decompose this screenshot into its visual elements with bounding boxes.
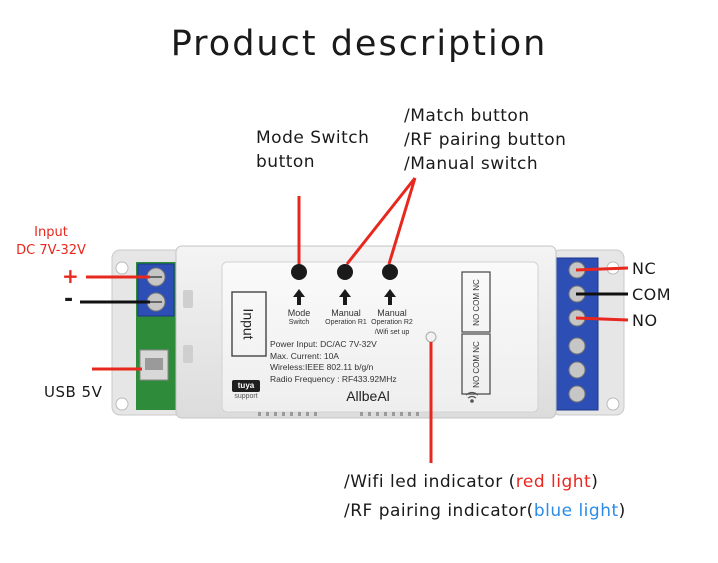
mode-switch-caption: Mode Switch — [279, 308, 319, 328]
mode-switch-callout-line2: button — [256, 152, 316, 172]
right-terminal-block — [555, 257, 599, 411]
match-callout-line2: /RF pairing button — [404, 130, 567, 150]
manual-r2-caption-line1: Manual — [377, 308, 407, 318]
relay-label-2: NO COM NC — [471, 340, 481, 388]
manual-r1-button — [337, 264, 353, 280]
relay-label-1-wrap: NO COM NC — [462, 272, 490, 332]
left-pcb — [136, 262, 176, 410]
brand-label: AllbeAl — [346, 388, 390, 404]
mode-switch-callout-line1: Mode Switch — [256, 128, 370, 148]
diagram-title: Product description — [170, 24, 548, 64]
match-callout-line3: /Manual switch — [404, 154, 539, 174]
wifi-led-callout-prefix: /Wifi led indicator ( — [344, 472, 516, 492]
manual-r2-caption-line3: /Wifi set up — [374, 329, 410, 336]
tuya-badge — [232, 380, 260, 392]
button-arrows — [293, 289, 396, 305]
mode-caption-line1: Mode — [287, 308, 311, 318]
rf-callout-color: blue light — [533, 501, 619, 521]
callout-lines — [86, 177, 629, 463]
spec-power: Power Input: DC/AC 7V-32V — [270, 339, 377, 349]
no-label: NO — [632, 311, 658, 330]
mode-switch-callout: Mode Switch button — [256, 126, 369, 174]
mode-switch-button — [291, 264, 307, 280]
rf-callout-suffix: ) — [618, 501, 626, 521]
match-callout-line1: /Match button — [404, 106, 530, 126]
tuya-support-label: support — [234, 393, 258, 400]
wifi-led-callout-color: red light — [515, 472, 592, 492]
tuya-logo: tuya — [237, 381, 255, 390]
manual-r1-caption: Manual Operation R1 — [318, 308, 374, 328]
minus-terminal-label: - — [64, 287, 74, 312]
nc-label: NC — [632, 259, 657, 278]
input-box — [231, 291, 267, 357]
mode-caption-line2: Switch — [288, 319, 310, 326]
spec-radio: Radio Frequency : RF433.92MHz — [270, 373, 397, 384]
wifi-led-callout: /Wifi led indicator (red light) — [344, 470, 598, 494]
com-label: COM — [632, 285, 672, 304]
input-voltage-label: Input DC 7V-32V — [8, 224, 94, 260]
plus-terminal-label: + — [62, 264, 79, 288]
rf-callout-prefix: /RF pairing indicator( — [344, 501, 534, 521]
match-button-callout: /Match button /RF pairing button /Manual… — [404, 104, 566, 176]
input-voltage-line1: Input — [34, 225, 68, 240]
manual-r2-button — [382, 264, 398, 280]
wifi-led-callout-suffix: ) — [591, 472, 599, 492]
spec-current: Max. Current: 10A — [270, 350, 339, 361]
manual-r2-caption: Manual Operation R2 /Wifi set up — [364, 308, 420, 338]
spec-wireless: Wireless:IEEE 802.11 b/g/n — [270, 362, 374, 372]
manual-r1-caption-line1: Manual — [331, 308, 361, 318]
input-voltage-line2: DC 7V-32V — [16, 243, 86, 258]
manual-r1-caption-line2: Operation R1 — [325, 319, 367, 326]
input-box-label: Input — [240, 308, 257, 340]
wifi-icon — [465, 391, 479, 403]
input-box-label-wrap: Input — [232, 292, 266, 356]
manual-r2-caption-line2: Operation R2 — [371, 319, 413, 326]
spec-block: Power Input: DC/AC 7V-32V Max. Current: … — [270, 339, 440, 385]
usb-label: USB 5V — [44, 383, 103, 401]
rf-indicator-callout: /RF pairing indicator(blue light) — [344, 499, 626, 523]
relay-label-1: NO COM NC — [471, 278, 481, 326]
relay-label-2-wrap: NO COM NC — [462, 334, 490, 394]
